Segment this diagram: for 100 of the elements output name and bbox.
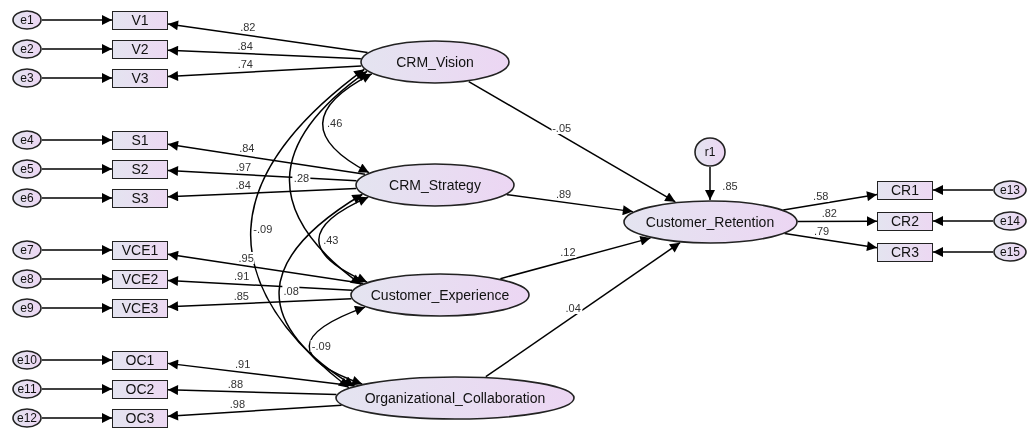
path-arrow bbox=[41, 164, 113, 174]
variable-name: Organizational_Collaboration bbox=[364, 390, 546, 406]
latent-variable-ellipse bbox=[350, 273, 530, 317]
edge-label: .88 bbox=[226, 377, 244, 390]
path-arrow bbox=[41, 15, 113, 25]
variable-name: e6 bbox=[20, 191, 34, 205]
observed-variable-box bbox=[112, 298, 168, 318]
variable-name: e4 bbox=[20, 133, 34, 147]
path-arrow bbox=[41, 245, 113, 255]
observed-variable-box bbox=[112, 350, 168, 370]
edge-label: .91 bbox=[234, 358, 252, 371]
edge-label: .89 bbox=[554, 188, 573, 201]
variable-name: VCE3 bbox=[121, 300, 159, 316]
variable-name: V3 bbox=[131, 70, 149, 86]
edge-label: .43 bbox=[322, 233, 340, 246]
edge-label: -.09 bbox=[310, 340, 332, 353]
observed-variable-box bbox=[112, 269, 168, 289]
error-circle bbox=[12, 159, 42, 179]
error-circle bbox=[12, 379, 42, 399]
path-arrow bbox=[167, 298, 353, 312]
path-arrow bbox=[506, 193, 634, 216]
covariance-arrow bbox=[321, 73, 373, 174]
error-circle bbox=[993, 242, 1027, 262]
edge-label: .74 bbox=[236, 58, 254, 71]
variable-name: OC2 bbox=[125, 381, 155, 397]
path-arrow bbox=[41, 413, 113, 423]
observed-variable-box bbox=[112, 68, 168, 88]
variable-name: S3 bbox=[131, 190, 149, 206]
variable-name: OC3 bbox=[125, 410, 155, 426]
path-arrow bbox=[167, 187, 357, 202]
variable-name: VCE1 bbox=[121, 242, 159, 258]
edge-label: .82 bbox=[239, 21, 257, 34]
variable-name: CRM_Vision bbox=[396, 54, 474, 70]
variable-name: CR1 bbox=[891, 182, 919, 198]
path-arrow bbox=[167, 20, 369, 54]
edge-label: .79 bbox=[812, 225, 831, 238]
observed-variable-box bbox=[112, 159, 168, 179]
variable-name: r1 bbox=[704, 145, 716, 159]
path-arrow bbox=[167, 45, 362, 60]
edge-label: .97 bbox=[234, 160, 253, 173]
observed-variable-box bbox=[877, 180, 933, 200]
variable-name: CR3 bbox=[891, 244, 919, 260]
path-arrow bbox=[41, 193, 113, 203]
observed-variable-box bbox=[112, 10, 168, 30]
variable-name: e3 bbox=[20, 71, 34, 85]
path-arrow bbox=[782, 191, 878, 211]
error-circle bbox=[12, 350, 42, 370]
error-circle bbox=[12, 130, 42, 150]
variable-name: e2 bbox=[20, 42, 34, 56]
edge-label: .98 bbox=[228, 397, 247, 410]
observed-variable-box bbox=[877, 242, 933, 262]
edge-label: .12 bbox=[559, 246, 577, 259]
path-arrow bbox=[167, 250, 365, 285]
observed-variable-box bbox=[112, 39, 168, 59]
error-circle bbox=[12, 68, 42, 88]
r-squared-value: .85 bbox=[721, 180, 739, 192]
path-arrow bbox=[41, 73, 113, 83]
path-arrow bbox=[167, 276, 353, 292]
variable-name: e12 bbox=[17, 411, 37, 425]
latent-variable-ellipse bbox=[355, 163, 515, 207]
error-circle bbox=[12, 408, 42, 428]
error-circle bbox=[12, 39, 42, 59]
edge-label: .08 bbox=[282, 284, 300, 297]
error-circle bbox=[12, 298, 42, 318]
observed-variable-box bbox=[112, 130, 168, 150]
variable-name: e11 bbox=[17, 382, 37, 396]
variable-name: V1 bbox=[131, 12, 149, 28]
variable-name: S1 bbox=[131, 132, 149, 148]
variable-name: e10 bbox=[17, 353, 37, 367]
covariance-arrow bbox=[318, 196, 369, 283]
observed-variable-box bbox=[112, 240, 168, 260]
variable-name: e5 bbox=[20, 162, 34, 176]
edge-label: -.09 bbox=[252, 223, 274, 236]
path-arrow bbox=[167, 166, 358, 182]
edge-label: .58 bbox=[812, 189, 830, 202]
latent-variable-ellipse bbox=[360, 40, 510, 84]
covariance-arrow bbox=[308, 306, 366, 386]
error-circle bbox=[12, 269, 42, 289]
edge-label: .95 bbox=[237, 251, 255, 264]
variable-name: CR2 bbox=[891, 213, 919, 229]
edge-label: .84 bbox=[238, 142, 256, 155]
variable-name: e13 bbox=[1000, 183, 1020, 197]
covariance-arrow bbox=[278, 193, 364, 387]
path-arrow bbox=[167, 404, 343, 421]
path-arrow bbox=[932, 216, 994, 226]
path-arrow bbox=[41, 135, 113, 145]
path-arrow bbox=[41, 355, 113, 365]
path-arrow bbox=[41, 303, 113, 313]
edge-label: .82 bbox=[820, 207, 838, 220]
observed-variable-box bbox=[877, 211, 933, 231]
path-arrow bbox=[705, 166, 715, 201]
path-arrow bbox=[499, 235, 652, 280]
path-arrow bbox=[485, 241, 681, 378]
observed-variable-box bbox=[112, 408, 168, 428]
variable-name: OC1 bbox=[125, 352, 155, 368]
path-arrow bbox=[167, 385, 338, 396]
edge-label: .28 bbox=[292, 172, 311, 185]
variable-name: V2 bbox=[131, 41, 149, 57]
error-circle bbox=[694, 137, 726, 167]
edge-label: .91 bbox=[233, 270, 251, 283]
